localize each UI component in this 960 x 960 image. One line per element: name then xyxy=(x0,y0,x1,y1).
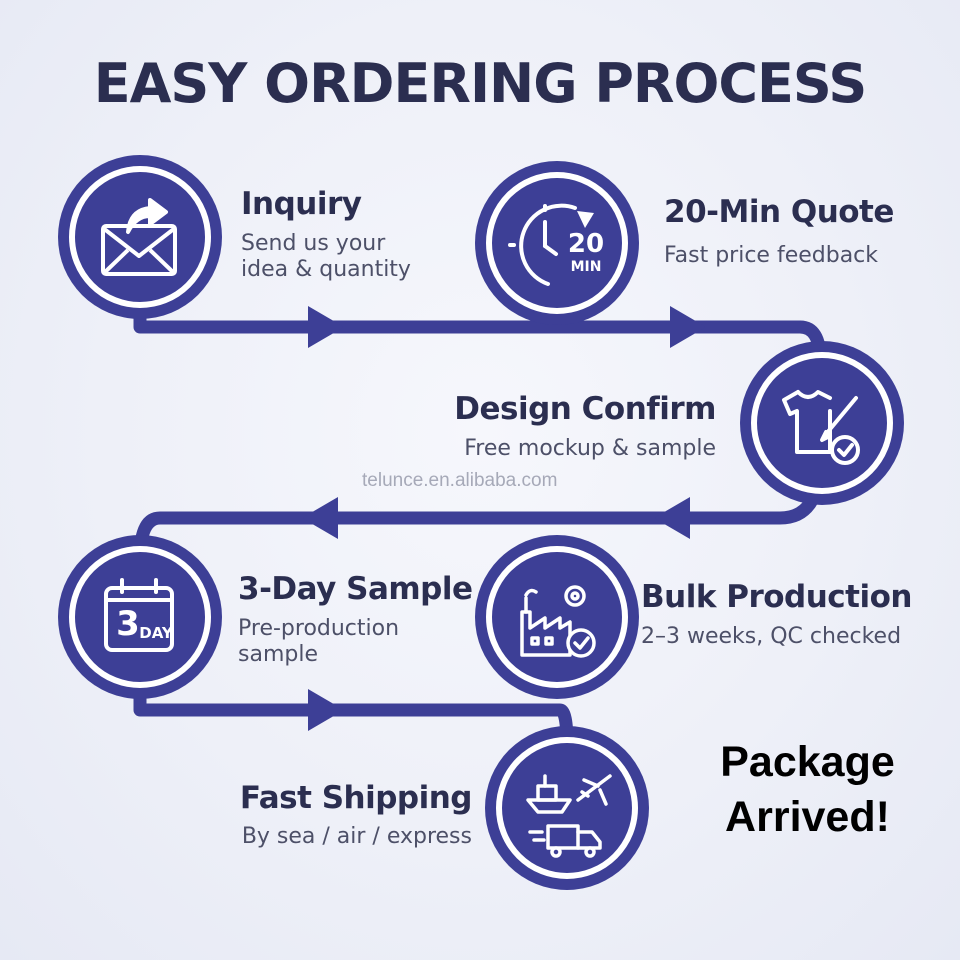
stopwatch-icon xyxy=(508,203,594,286)
step-desc-3-day-sample: Pre-production sample xyxy=(238,616,400,667)
flow-arrows xyxy=(302,306,706,731)
step-circle-fast-shipping xyxy=(485,726,649,890)
envelope-icon xyxy=(101,198,177,276)
step-circle-3-day-sample xyxy=(58,535,222,699)
package-arrived-line-1: Package xyxy=(720,738,895,786)
step-desc-inquiry: Send us your idea & quantity xyxy=(241,231,411,282)
step-circle-bulk-production xyxy=(475,535,639,699)
flow-arrow xyxy=(670,306,706,348)
package-arrived-line-2: Arrived! xyxy=(725,793,890,841)
quote-badge-unit: MIN xyxy=(570,259,602,275)
tshirt-pen-icon xyxy=(782,390,860,465)
step-title-inquiry: Inquiry xyxy=(241,186,362,222)
calendar-badge-number: 3 xyxy=(116,604,140,644)
watermark: telunce.en.alibaba.com xyxy=(362,470,558,491)
flow-arrow xyxy=(302,497,338,539)
step-title-design-confirm: Design Confirm xyxy=(454,391,716,427)
connector-path xyxy=(133,283,827,752)
flow-arrow xyxy=(308,306,344,348)
calendar-icon xyxy=(104,578,174,652)
flow-arrow xyxy=(654,497,690,539)
step-circle-design-confirm xyxy=(740,341,904,505)
ship-plane-truck-icon xyxy=(526,774,612,858)
step-desc-20-min-quote: Fast price feedback xyxy=(664,243,879,268)
step-title-3-day-sample: 3-Day Sample xyxy=(238,571,473,607)
step-desc-bulk-production: 2–3 weeks, QC checked xyxy=(641,624,902,649)
step-circle-inquiry xyxy=(58,155,222,319)
page-title: EASY ORDERING PROCESS xyxy=(93,52,868,115)
calendar-badge-unit: DAY xyxy=(139,624,173,642)
step-desc-fast-shipping: By sea / air / express xyxy=(241,824,472,849)
package-arrived-label: Package Arrived! xyxy=(700,735,915,845)
step-title-20-min-quote: 20-Min Quote xyxy=(664,194,894,230)
step-circle-20-min-quote xyxy=(475,161,639,325)
quote-badge-number: 20 xyxy=(567,229,605,259)
flow-arrow xyxy=(308,689,344,731)
step-title-bulk-production: Bulk Production xyxy=(641,579,913,615)
step-title-fast-shipping: Fast Shipping xyxy=(239,780,473,816)
factory-icon xyxy=(520,585,596,658)
step-desc-design-confirm: Free mockup & sample xyxy=(464,436,716,461)
